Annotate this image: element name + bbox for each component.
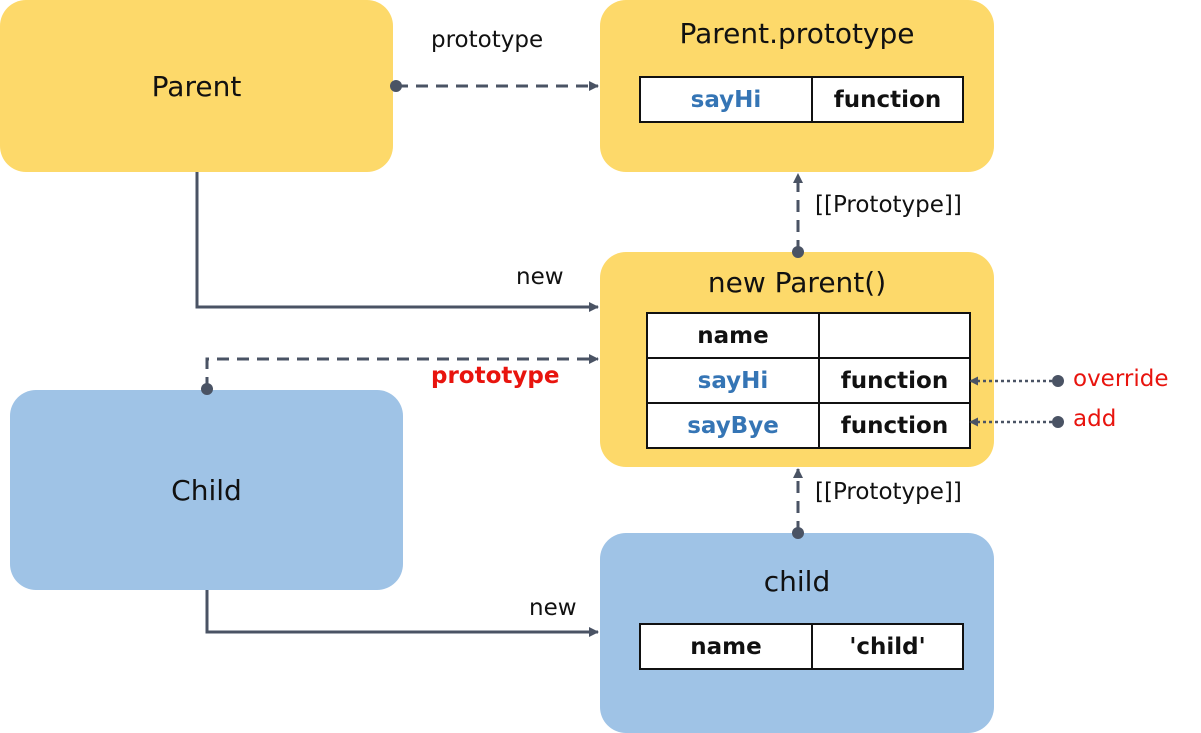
add-pointer [969,416,1064,428]
parent-box: Parent [0,0,393,172]
proto-chain-link-1 [792,173,804,258]
parent-prototype-table: sayHi function [639,76,964,123]
label-add: add [1073,406,1117,432]
parent-prototype-title: Parent.prototype [679,17,915,50]
prop-key-sayhi: sayHi [639,76,813,123]
prop-key-saybye: sayBye [646,402,820,449]
child-object-box: child name 'child' [600,533,994,733]
child-object-table: name 'child' [639,623,964,670]
table-row: sayHi function [646,357,971,404]
prop-key-name: name [646,312,820,359]
child-constructor-box: Child [10,390,403,590]
new-parent-title: new Parent() [707,266,887,299]
table-row: name 'child' [639,623,964,670]
prop-key-sayhi: sayHi [646,357,820,404]
prop-value-sayhi: function [818,357,971,404]
label-proto-chain-2: [[Prototype]] [815,479,962,505]
label-new-1: new [516,264,564,290]
prop-value-name: 'child' [811,623,964,670]
new-parent-table: name sayHi function sayBye function [646,312,971,449]
table-row: name [646,312,971,359]
new-parent-box: new Parent() name sayHi function sayBye … [600,252,994,467]
new-link-parent [195,172,599,312]
prop-value-name [818,312,971,359]
table-row: sayHi function [639,76,964,123]
prop-value-saybye: function [818,402,971,449]
label-prototype-top: prototype [431,27,544,53]
child-constructor-title: Child [171,474,242,507]
label-prototype-red: prototype [431,363,560,389]
prop-value-sayhi: function [811,76,964,123]
new-link-child [205,590,599,637]
prototype-link-parent [390,80,599,92]
label-proto-chain-1: [[Prototype]] [815,192,962,218]
prop-key-name: name [639,623,813,670]
child-object-title: child [763,565,831,598]
override-pointer [969,375,1064,387]
label-override: override [1073,366,1169,392]
label-new-2: new [529,595,577,621]
table-row: sayBye function [646,402,971,449]
proto-chain-link-2 [792,468,804,539]
parent-prototype-box: Parent.prototype sayHi function [600,0,994,172]
parent-title: Parent [151,70,242,103]
prototype-link-child [201,354,599,395]
